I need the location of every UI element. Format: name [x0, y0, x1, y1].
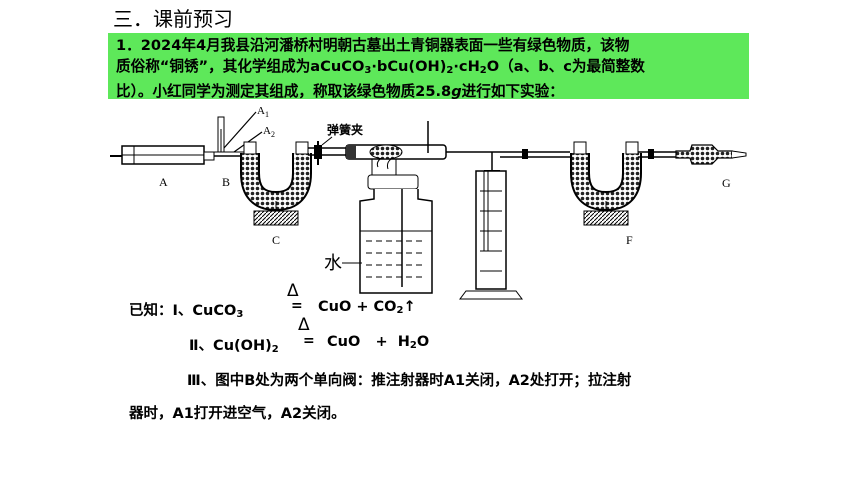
- u-tube-c: C: [240, 141, 312, 247]
- clamp-tube: 弹簧夹: [308, 122, 363, 165]
- reaction-tube: [345, 121, 493, 175]
- known-note-3-line-2: 器时，A1打开进空气，A2关闭。: [129, 406, 346, 422]
- label-a: A: [159, 175, 168, 189]
- question-box: 1．2024年4月我县沿河潘桥村明朝古墓出土青铜器表面一些有绿色物质，该物 质俗…: [108, 33, 749, 100]
- label-c: C: [272, 233, 280, 247]
- known-reaction-2-products: CuO + H2O: [327, 334, 430, 351]
- clamp-label: 弹簧夹: [327, 122, 363, 137]
- question-line-2: 质俗称“铜锈”，其化学组成为aCuCO3·bCu(OH)2·cH2O（a、b、c…: [116, 58, 645, 76]
- known-reaction-1-products: CuO + CO2↑: [318, 299, 416, 316]
- question-line-1: 1．2024年4月我县沿河潘桥村明朝古墓出土青铜器表面一些有绿色物质，该物: [116, 37, 630, 54]
- u-tube-f: F: [570, 141, 642, 247]
- known-reaction-2: Ⅱ、Cu(OH)2: [189, 338, 279, 355]
- apparatus-diagram: A B A1 A2 C 弹簧夹: [110, 105, 747, 300]
- graduated-cylinder: [459, 170, 523, 300]
- equals-sign-1: =: [291, 298, 303, 314]
- valve-b: B A1 A2: [214, 105, 275, 189]
- heat-symbol-1: Δ: [287, 281, 299, 301]
- label-a1: A1: [257, 105, 269, 119]
- equals-sign-2: =: [303, 333, 315, 349]
- label-a2: A2: [263, 125, 275, 139]
- drying-tube-g: G: [638, 144, 747, 190]
- heat-symbol-2: Δ: [298, 315, 310, 335]
- tube-to-f: [492, 149, 570, 159]
- label-g: G: [722, 176, 731, 190]
- water-bottle: 水: [324, 174, 433, 294]
- question-line-3: 比）。小红同学为测定其组成，称取该绿色物质25.8g进行如下实验：: [116, 83, 564, 100]
- known-note-3-line-1: Ⅲ、图中B处为两个单向阀：推注射器时A1关闭，A2处打开；拉注射: [187, 373, 632, 389]
- water-label: 水: [324, 253, 342, 274]
- known-reaction-1: 已知：Ⅰ、CuCO3: [129, 303, 244, 320]
- section-heading: 三．课前预习: [113, 7, 233, 31]
- syringe-a: A: [110, 145, 215, 189]
- label-b: B: [222, 175, 230, 189]
- label-f: F: [626, 233, 633, 247]
